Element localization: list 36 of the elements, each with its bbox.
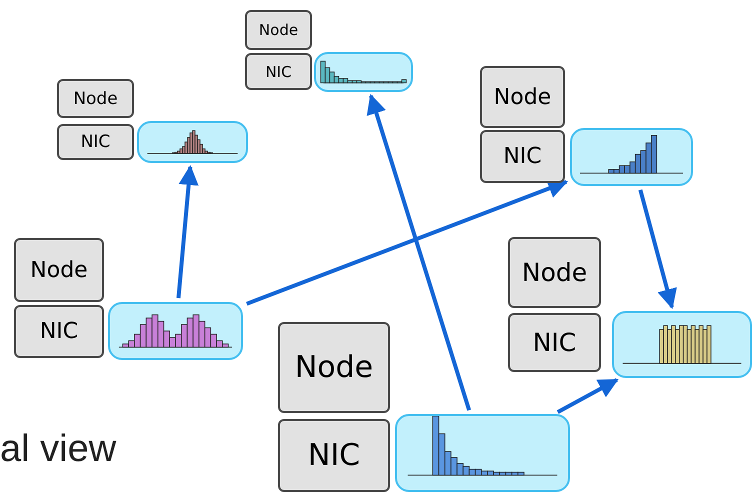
node-box [245, 10, 312, 50]
arrow [366, 94, 472, 411]
node-box [508, 237, 601, 308]
box-label: Node [258, 21, 298, 39]
box-label: NIC [40, 319, 78, 344]
histogram-panel [612, 311, 752, 378]
node-box [14, 238, 104, 302]
histogram-panel [137, 121, 248, 163]
box-label: Node [294, 350, 374, 385]
box-label: NIC [265, 62, 292, 80]
box-label: Node [494, 84, 552, 110]
node-box [57, 124, 134, 160]
histogram-panel [570, 128, 693, 186]
histogram-panel [314, 52, 413, 92]
histogram-panel [108, 302, 243, 360]
histogram-panel [395, 414, 570, 492]
box-label: Node [522, 258, 588, 287]
node-box [245, 53, 312, 90]
box-label: NIC [532, 328, 576, 357]
arrow [556, 378, 619, 414]
box-label: NIC [308, 438, 360, 473]
arrow [246, 178, 568, 306]
box-label: NIC [80, 132, 110, 152]
node-box [480, 66, 565, 128]
box-label: Node [30, 258, 88, 282]
arrow [638, 189, 677, 310]
node-box [480, 130, 565, 183]
view-caption: al view [0, 428, 116, 471]
box-label: NIC [503, 144, 542, 169]
node-box [278, 419, 390, 492]
arrow [176, 165, 199, 298]
node-box [14, 305, 104, 358]
node-box [508, 313, 601, 372]
node-box [278, 322, 390, 413]
node-box [57, 79, 134, 118]
box-label: Node [73, 88, 118, 108]
